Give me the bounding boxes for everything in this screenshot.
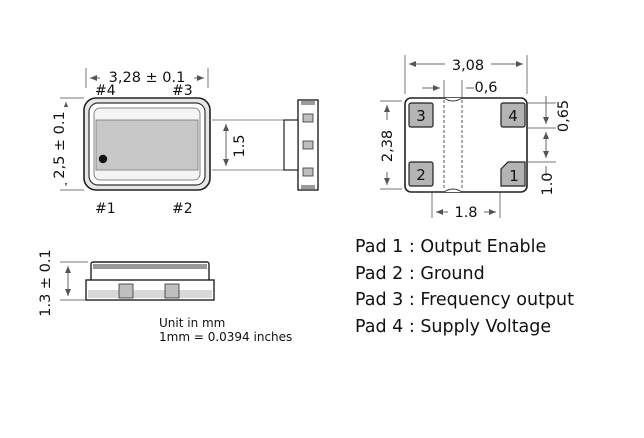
pin-1-label: #1: [95, 201, 116, 217]
pad-3-label: 3: [416, 107, 426, 125]
pin-4-label: #4: [95, 83, 116, 99]
pad-pitch-height-dim: 2,38: [380, 130, 396, 162]
side-height-dim: 1.5: [232, 134, 248, 157]
unit-line-1: Unit in mm: [159, 316, 226, 330]
pad-vertical-gap-dim: 1.0: [540, 172, 556, 195]
pad-3-function: Pad 3 : Frequency output: [355, 290, 575, 310]
unit-note: Unit in mm 1mm = 0.0394 inches: [159, 316, 292, 344]
pad-view: 3,08 0,6 2,38 0,65 1.0 1.8: [378, 55, 572, 221]
pad-2: [408, 161, 434, 187]
pad-1: [500, 161, 526, 187]
pad-gap-width-dim: 0,6: [474, 80, 497, 96]
pin-2-label: #2: [172, 201, 193, 217]
pad-2-label: 2: [416, 166, 426, 184]
pad-4: [500, 102, 526, 128]
pad-4-label: 4: [508, 107, 518, 125]
pad-1-function: Pad 1 : Output Enable: [355, 237, 547, 257]
pad-spacing-dim: 1.8: [454, 205, 477, 221]
thickness-dim: 1.3 ± 0.1: [38, 249, 54, 317]
package-lid: [95, 119, 199, 171]
top-height-dim: 2,5 ± 0.1: [52, 111, 68, 179]
unit-line-2: 1mm = 0.0394 inches: [159, 330, 293, 344]
pin-3-label: #3: [172, 83, 193, 99]
top-view: 3,28 ± 0.1 2,5 ± 0.1 #4 #3 #1 #2: [40, 68, 211, 217]
side-view: 1.5: [212, 99, 319, 191]
pad-3: [408, 102, 434, 128]
pad-2-function: Pad 2 : Ground: [355, 263, 485, 284]
pin-1-marker-dot: [98, 154, 108, 164]
thickness-view: 1.3 ± 0.1: [38, 249, 215, 317]
pad-4-function: Pad 4 : Supply Voltage: [355, 316, 552, 337]
top-width-dim: 3,28 ± 0.1: [109, 70, 186, 86]
pad-function-list: Pad 1 : Output Enable Pad 2 : Ground Pad…: [355, 234, 640, 340]
pad-1-label: 1: [509, 167, 519, 185]
pad-view-outline: [404, 97, 528, 193]
pad-overall-width-dim: 3,08: [452, 58, 484, 74]
pad-height-dim: 0,65: [556, 100, 572, 132]
